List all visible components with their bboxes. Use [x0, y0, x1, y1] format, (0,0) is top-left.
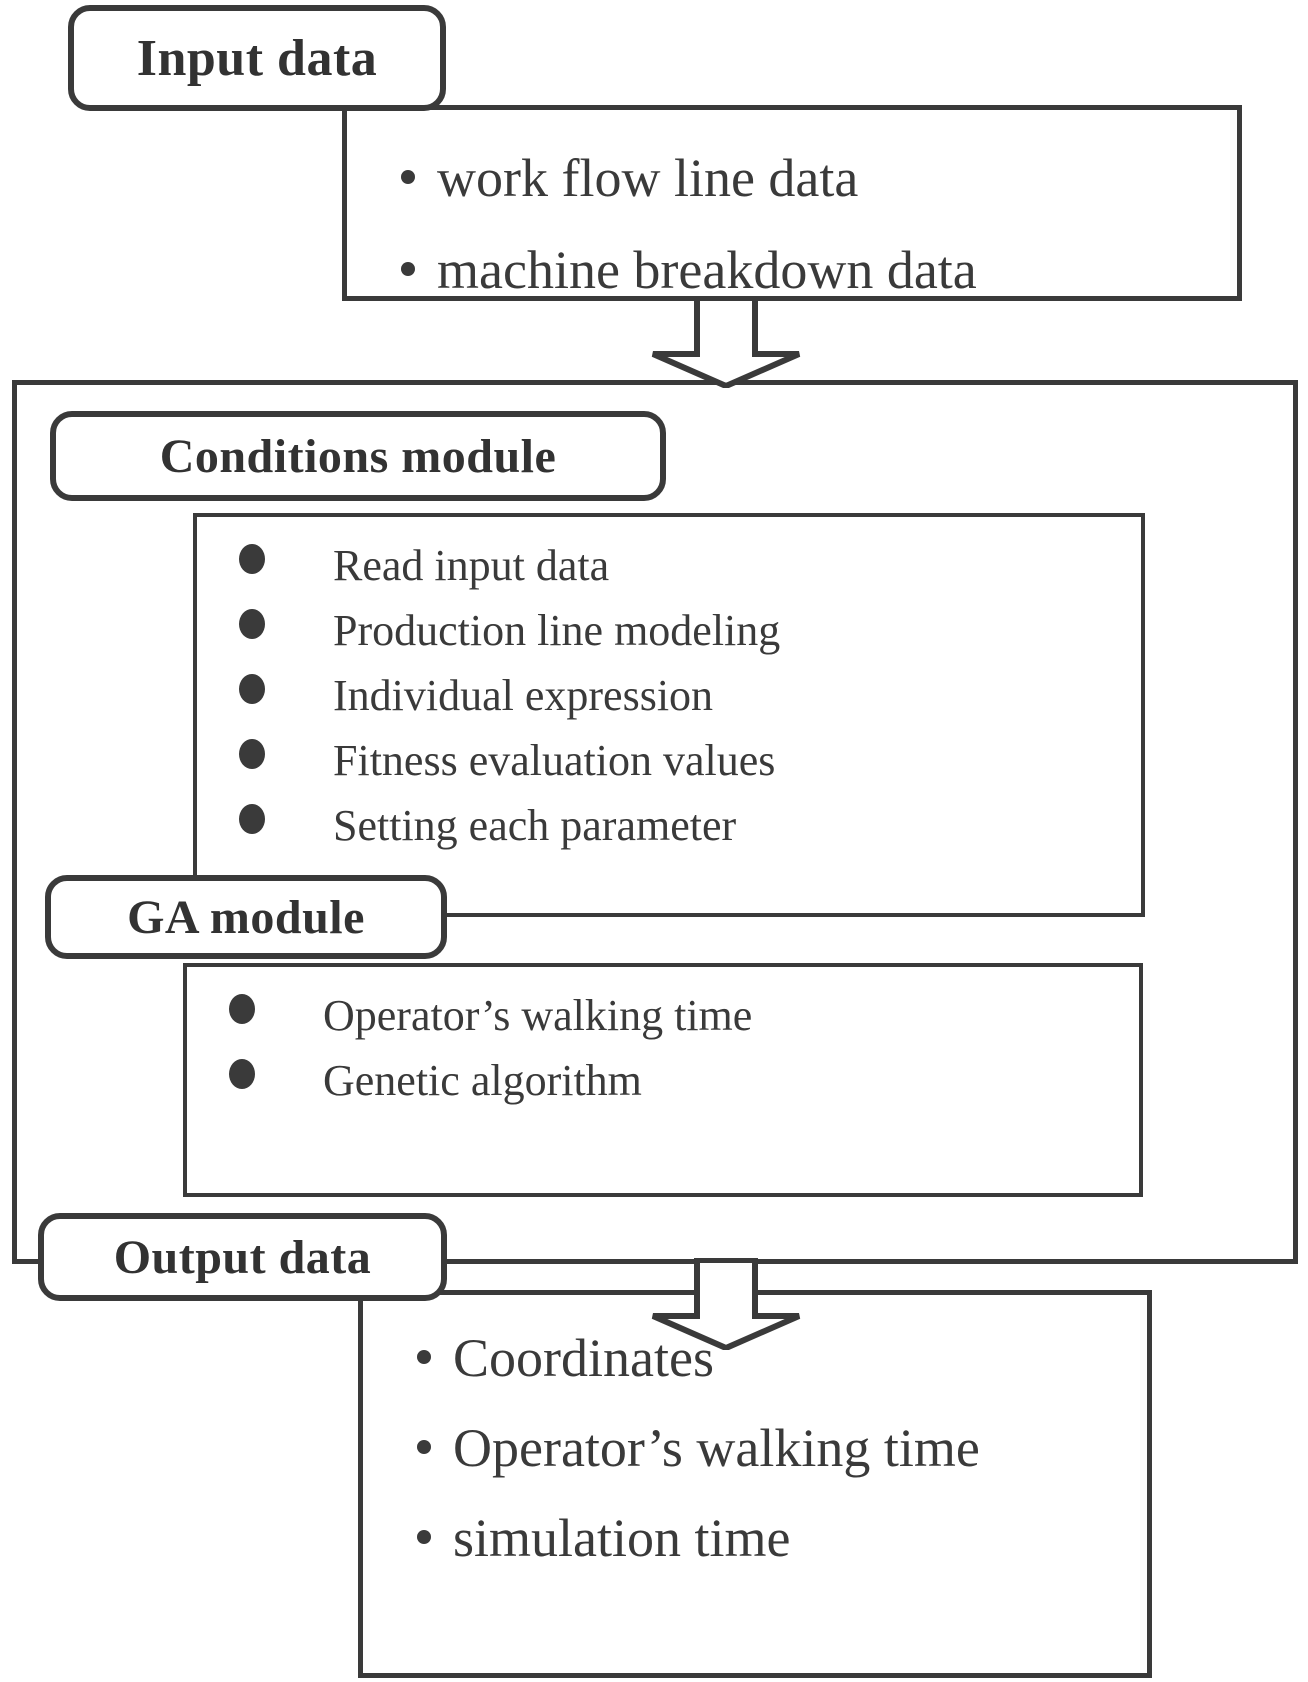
conditions-item-label: Setting each parameter: [333, 801, 737, 850]
bullet-icon: [239, 804, 265, 834]
list-item: work flow line data: [401, 132, 977, 224]
bullet-icon: [239, 609, 265, 639]
output-item-label: simulation time: [453, 1508, 791, 1568]
output-item-label: Coordinates: [453, 1328, 714, 1388]
conditions-module-label: Conditions module: [50, 411, 666, 501]
input-data-box: work flow line data machine breakdown da…: [342, 105, 1242, 301]
arrow-modules-to-output-icon: [646, 1258, 806, 1350]
bullet-icon: [239, 739, 265, 769]
list-item: Read input data: [239, 533, 780, 598]
bullet-icon: [229, 994, 255, 1024]
list-item: Individual expression: [239, 663, 780, 728]
bullet-icon: [401, 262, 415, 276]
conditions-item-label: Read input data: [333, 541, 610, 590]
input-item-label: machine breakdown data: [437, 240, 977, 300]
output-data-list: Coordinates Operator’s walking time simu…: [417, 1313, 980, 1583]
conditions-item-label: Production line modeling: [333, 606, 781, 655]
list-item: Fitness evaluation values: [239, 728, 780, 793]
list-item: Genetic algorithm: [229, 1048, 752, 1113]
input-item-label: work flow line data: [437, 148, 859, 208]
bullet-icon: [417, 1350, 431, 1364]
list-item: simulation time: [417, 1493, 980, 1583]
bullet-icon: [239, 674, 265, 704]
bullet-icon: [417, 1440, 431, 1454]
list-item: Operator’s walking time: [417, 1403, 980, 1493]
ga-item-label: Genetic algorithm: [323, 1056, 642, 1105]
list-item: Coordinates: [417, 1313, 980, 1403]
arrow-input-to-modules-icon: [646, 296, 806, 388]
modules-container: Read input data Production line modeling…: [12, 380, 1298, 1264]
ga-item-label: Operator’s walking time: [323, 991, 753, 1040]
conditions-item-label: Fitness evaluation values: [333, 736, 776, 785]
output-data-box: Coordinates Operator’s walking time simu…: [358, 1290, 1152, 1678]
ga-module-list: Operator’s walking time Genetic algorith…: [229, 983, 752, 1113]
bullet-icon: [229, 1059, 255, 1089]
list-item: machine breakdown data: [401, 224, 977, 316]
conditions-module-box: Read input data Production line modeling…: [193, 513, 1145, 917]
list-item: Operator’s walking time: [229, 983, 752, 1048]
list-item: Production line modeling: [239, 598, 780, 663]
output-data-label: Output data: [38, 1213, 447, 1301]
conditions-item-label: Individual expression: [333, 671, 714, 720]
bullet-icon: [417, 1530, 431, 1544]
list-item: Setting each parameter: [239, 793, 780, 858]
ga-module-box: Operator’s walking time Genetic algorith…: [183, 963, 1143, 1197]
input-data-label: Input data: [68, 5, 446, 111]
ga-module-label: GA module: [45, 875, 447, 959]
conditions-module-list: Read input data Production line modeling…: [239, 533, 780, 858]
bullet-icon: [401, 170, 415, 184]
input-data-list: work flow line data machine breakdown da…: [401, 132, 977, 316]
bullet-icon: [239, 544, 265, 574]
output-item-label: Operator’s walking time: [453, 1418, 980, 1478]
